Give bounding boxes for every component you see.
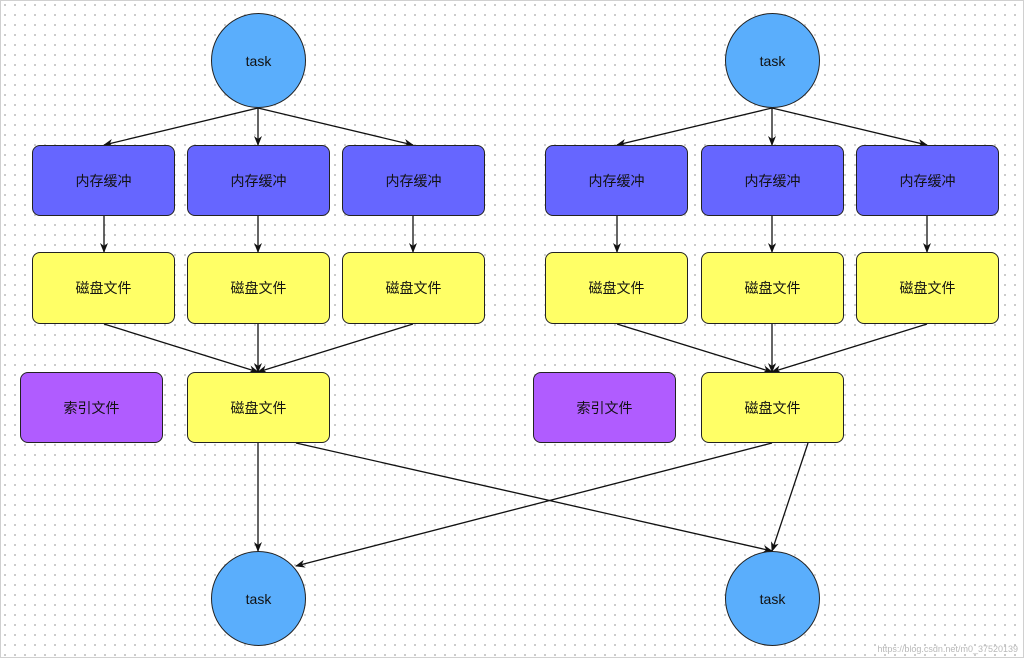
merged-disk-file-right[interactable]: 磁盘文件 bbox=[701, 372, 844, 443]
merged-disk-file-left[interactable]: 磁盘文件 bbox=[187, 372, 330, 443]
edge-task-to-mem-l1 bbox=[103, 107, 259, 147]
edge-disk-merge-r3 bbox=[771, 323, 928, 374]
memory-buffer-right-3[interactable]: 内存缓冲 bbox=[856, 145, 999, 216]
disk-file-right-3[interactable]: 磁盘文件 bbox=[856, 252, 999, 324]
disk-file-right-2[interactable]: 磁盘文件 bbox=[701, 252, 844, 324]
edge-task-to-mem-r1 bbox=[616, 107, 773, 147]
edge-merged-right-to-task-left bbox=[295, 442, 773, 568]
index-file-right[interactable]: 索引文件 bbox=[533, 372, 676, 443]
disk-file-right-1[interactable]: 磁盘文件 bbox=[545, 252, 688, 324]
edge-merged-right-to-task-right bbox=[771, 442, 809, 552]
task-bottom-right[interactable]: task bbox=[725, 551, 820, 646]
disk-file-left-3[interactable]: 磁盘文件 bbox=[342, 252, 485, 324]
memory-buffer-left-2[interactable]: 内存缓冲 bbox=[187, 145, 330, 216]
edge-disk-merge-l1 bbox=[103, 323, 259, 374]
disk-file-left-2[interactable]: 磁盘文件 bbox=[187, 252, 330, 324]
index-file-left[interactable]: 索引文件 bbox=[20, 372, 163, 443]
task-top-right[interactable]: task bbox=[725, 13, 820, 108]
memory-buffer-right-2[interactable]: 内存缓冲 bbox=[701, 145, 844, 216]
edge-task-to-mem-l3 bbox=[257, 107, 414, 147]
edge-disk-merge-l3 bbox=[257, 323, 414, 374]
task-bottom-left[interactable]: task bbox=[211, 551, 306, 646]
memory-buffer-left-1[interactable]: 内存缓冲 bbox=[32, 145, 175, 216]
task-top-left[interactable]: task bbox=[211, 13, 306, 108]
disk-file-left-1[interactable]: 磁盘文件 bbox=[32, 252, 175, 324]
edge-task-to-mem-r3 bbox=[771, 107, 928, 147]
memory-buffer-right-1[interactable]: 内存缓冲 bbox=[545, 145, 688, 216]
edge-disk-merge-r1 bbox=[616, 323, 773, 374]
watermark: https://blog.csdn.net/m0_37520139 bbox=[877, 644, 1018, 654]
edge-merged-left-to-task-right bbox=[295, 442, 773, 553]
memory-buffer-left-3[interactable]: 内存缓冲 bbox=[342, 145, 485, 216]
